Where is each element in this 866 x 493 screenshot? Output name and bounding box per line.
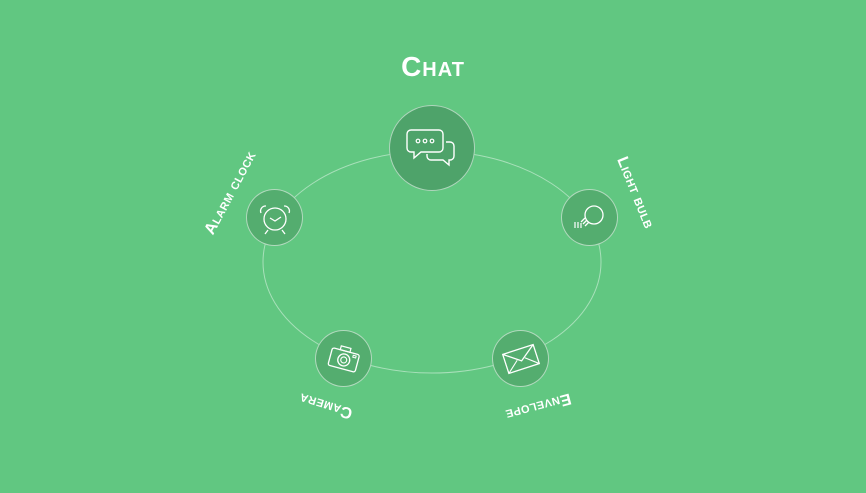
chat-bubbles-icon <box>406 129 455 167</box>
selected-item-title: Chat <box>401 51 465 82</box>
menu-item-light-bulb[interactable] <box>561 189 618 246</box>
camera-icon <box>327 344 360 372</box>
menu-item-alarm-clock[interactable] <box>246 189 303 246</box>
envelope-icon <box>501 343 540 374</box>
alarm-clock-icon <box>259 204 290 234</box>
menu-item-chat[interactable] <box>389 105 475 191</box>
menu-item-envelope[interactable] <box>492 330 549 387</box>
light-bulb-icon <box>573 204 604 228</box>
menu-item-camera[interactable] <box>315 330 372 387</box>
